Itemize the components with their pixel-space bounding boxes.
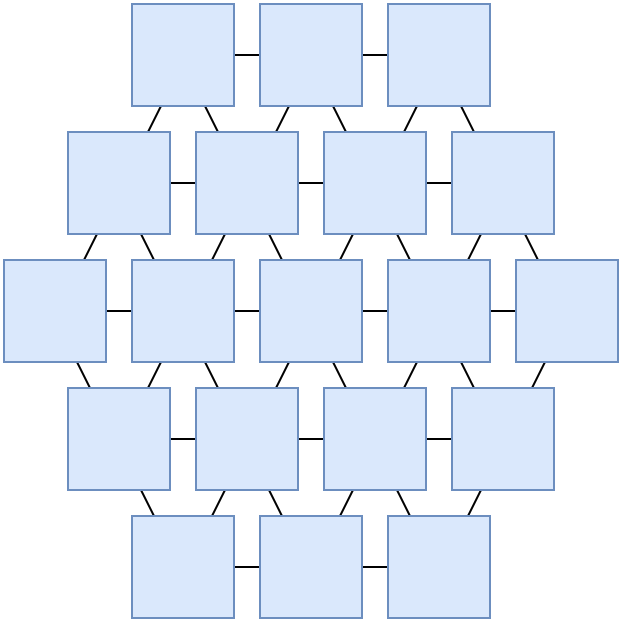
edge-diagonal-r1-0-0 <box>83 233 98 261</box>
edge-diagonal-r2-0-0 <box>76 361 91 389</box>
node-r3-1 <box>195 387 299 491</box>
node-r1-2 <box>323 131 427 235</box>
edge-diagonal-r3-0-0 <box>140 489 155 517</box>
node-r2-1 <box>131 259 235 363</box>
node-r2-4 <box>515 259 619 363</box>
edge-diagonal-r1-0-1 <box>140 233 155 261</box>
edge-diagonal-r2-3-2 <box>403 361 418 389</box>
edge-diagonal-r0-1-1 <box>275 105 290 133</box>
edge-diagonal-r0-2-2 <box>403 105 418 133</box>
edge-diagonal-r3-3-2 <box>467 489 482 517</box>
edge-diagonal-r0-0-0 <box>147 105 162 133</box>
edge-diagonal-r1-1-1 <box>211 233 226 261</box>
edge-diagonal-r2-1-1 <box>204 361 219 389</box>
edge-diagonal-r0-1-2 <box>332 105 347 133</box>
edge-diagonal-r2-2-1 <box>275 361 290 389</box>
node-r2-2 <box>259 259 363 363</box>
node-r0-0 <box>131 3 235 107</box>
node-r3-0 <box>67 387 171 491</box>
node-r2-3 <box>387 259 491 363</box>
edge-diagonal-r1-2-2 <box>339 233 354 261</box>
edges <box>76 54 546 568</box>
edge-diagonal-r1-3-4 <box>524 233 539 261</box>
node-r4-1 <box>259 515 363 619</box>
edge-diagonal-r0-2-3 <box>460 105 475 133</box>
edge-diagonal-r2-1-0 <box>147 361 162 389</box>
edge-diagonal-r1-1-2 <box>268 233 283 261</box>
node-r4-2 <box>387 515 491 619</box>
edge-diagonal-r2-3-3 <box>460 361 475 389</box>
node-r1-3 <box>451 131 555 235</box>
node-r3-2 <box>323 387 427 491</box>
edge-diagonal-r2-4-3 <box>531 361 546 389</box>
edge-diagonal-r0-0-1 <box>204 105 219 133</box>
node-r3-3 <box>451 387 555 491</box>
node-r0-1 <box>259 3 363 107</box>
edge-diagonal-r3-2-2 <box>396 489 411 517</box>
node-r4-0 <box>131 515 235 619</box>
node-r0-2 <box>387 3 491 107</box>
edge-diagonal-r3-1-0 <box>211 489 226 517</box>
node-r1-0 <box>67 131 171 235</box>
edge-diagonal-r1-3-3 <box>467 233 482 261</box>
nodes <box>3 3 619 619</box>
edge-diagonal-r3-2-1 <box>339 489 354 517</box>
edge-diagonal-r2-2-2 <box>332 361 347 389</box>
node-r2-0 <box>3 259 107 363</box>
edge-diagonal-r3-1-1 <box>268 489 283 517</box>
edge-diagonal-r1-2-3 <box>396 233 411 261</box>
node-r1-1 <box>195 131 299 235</box>
